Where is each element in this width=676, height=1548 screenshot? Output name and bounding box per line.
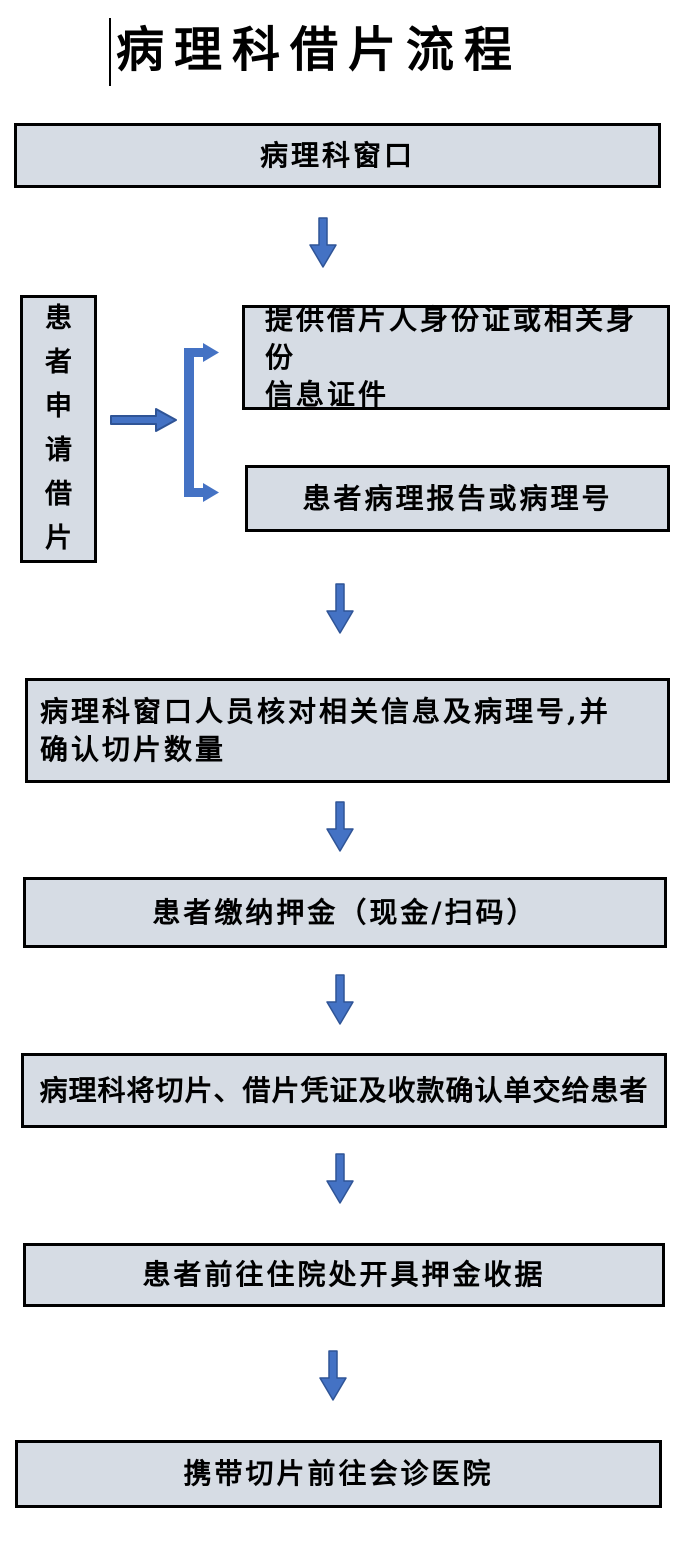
box-provide-id: 提供借片人身份证或相关身份 信息证件 bbox=[242, 303, 670, 411]
box-pathology-report: 患者病理报告或病理号 bbox=[245, 465, 670, 532]
box-deposit-receipt-label: 患者前往住院处开具押金收据 bbox=[142, 1258, 546, 1292]
box-provide-id-line1: 提供借片人身份证或相关身份 bbox=[265, 302, 638, 374]
box-handover-slides: 病理科将切片、借片凭证及收款确认单交给患者 bbox=[21, 1053, 667, 1128]
box-goto-hospital: 携带切片前往会诊医院 bbox=[15, 1440, 662, 1508]
box-pathology-window-label: 病理科窗口 bbox=[259, 138, 415, 172]
down-arrow-icon bbox=[308, 217, 338, 269]
box-deposit-receipt: 患者前往住院处开具押金收据 bbox=[23, 1243, 665, 1307]
flowchart-title: 病理科借片流程 bbox=[116, 22, 523, 78]
split-bracket-icon bbox=[184, 340, 222, 504]
box-handover-slides-label: 病理科将切片、借片凭证及收款确认单交给患者 bbox=[39, 1073, 649, 1107]
box-verify-info-line1: 病理科窗口人员核对相关信息及病理号,并 bbox=[40, 694, 611, 728]
box-provide-id-line2: 信息证件 bbox=[265, 378, 390, 412]
box-verify-info-line2: 确认切片数量 bbox=[40, 732, 227, 766]
down-arrow-icon bbox=[325, 801, 355, 853]
box-goto-hospital-label: 携带切片前往会诊医院 bbox=[183, 1457, 494, 1491]
title-cursor-line bbox=[109, 18, 111, 86]
box-patient-apply: 患 者 申 请 借 片 bbox=[20, 295, 97, 563]
down-arrow-icon bbox=[325, 1153, 355, 1205]
box-pay-deposit-label: 患者缴纳押金（现金/扫码） bbox=[152, 895, 538, 929]
box-pathology-report-label: 患者病理报告或病理号 bbox=[302, 481, 613, 515]
down-arrow-icon bbox=[318, 1350, 348, 1402]
box-verify-info: 病理科窗口人员核对相关信息及病理号,并 确认切片数量 bbox=[25, 678, 670, 783]
box-pay-deposit: 患者缴纳押金（现金/扫码） bbox=[23, 877, 667, 948]
box-pathology-window: 病理科窗口 bbox=[14, 123, 661, 188]
down-arrow-icon bbox=[325, 974, 355, 1026]
box-patient-apply-label: 患 者 申 请 借 片 bbox=[45, 303, 72, 554]
down-arrow-icon bbox=[325, 583, 355, 635]
right-arrow-icon bbox=[110, 407, 178, 433]
